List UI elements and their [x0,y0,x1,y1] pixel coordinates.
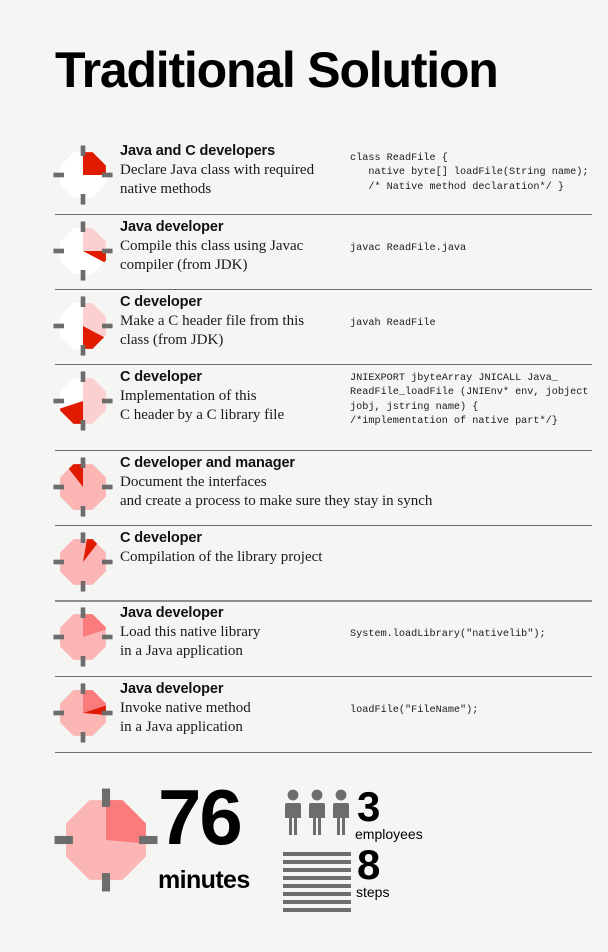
clock-icon [53,296,113,356]
row-separator [55,289,592,290]
row-separator [55,525,592,526]
step-bar [283,860,351,864]
step-description: Document the interfaces and create a pro… [120,474,433,510]
employees-value: 3 [357,783,380,830]
step-role-label: Java developer [120,605,224,621]
clock-icon [53,371,113,431]
summary-section: 76 minutes 3 employees 8 steps [0,770,608,952]
row-separator [55,600,592,602]
employees-icon-group [283,788,359,841]
step-bar [283,900,351,904]
step-description: Compile this class using Javac compiler … [120,238,304,274]
step-bar [283,884,351,888]
step-clock-icon [52,370,114,432]
total-minutes-value: 76 [158,773,243,861]
step-role-label: C developer [120,294,202,310]
row-separator [55,752,592,753]
step-role-label: Java developer [120,681,224,697]
step-bar [283,852,351,856]
person-icon [285,789,301,835]
step-description: Implementation of this C header by a C l… [120,388,285,424]
steps-label: steps [356,884,390,900]
row-separator [55,450,592,451]
step-description: Compilation of the library project [120,549,323,566]
clock-icon [53,221,113,281]
steps-value: 8 [357,841,380,888]
step-clock-icon [52,220,114,282]
step-bar [283,892,351,896]
step-code-snippet: loadFile("FileName"); [350,705,479,716]
step-role-label: C developer and manager [120,455,295,471]
person-icon [333,789,349,835]
step-clock-icon [52,144,114,206]
step-clock-icon [52,531,114,593]
step-clock-icon [52,295,114,357]
total-time-clock-icon [52,786,160,899]
clock-icon [53,145,113,205]
row-separator [55,214,592,215]
step-description: Load this native library in a Java appli… [120,624,261,660]
clock-icon [53,683,113,743]
step-role-label: C developer [120,530,202,546]
row-separator [55,676,592,677]
step-clock-icon [52,606,114,668]
step-description: Make a C header file from this class (fr… [120,313,305,349]
step-bar [283,876,351,880]
step-role-label: C developer [120,369,202,385]
step-description: Declare Java class with required native … [120,162,315,198]
step-role-label: Java and C developers [120,143,276,159]
steps-bars-icon [283,852,351,916]
step-description: Invoke native method in a Java applicati… [120,700,251,736]
step-role-label: Java developer [120,219,224,235]
row-separator [55,364,592,365]
step-code-snippet: javac ReadFile.java [350,243,467,254]
step-bar [283,908,351,912]
clock-icon [53,457,113,517]
person-icon-group [285,789,349,835]
total-minutes-label: minutes [158,866,250,894]
step-clock-icon [52,682,114,744]
step-bar [283,868,351,872]
clock-icon [53,607,113,667]
step-code-snippet: class ReadFile { native byte[] loadFile(… [350,153,589,193]
step-code-snippet: javah ReadFile [350,318,436,329]
step-clock-icon [52,456,114,518]
clock-icon [53,532,113,592]
person-icon [309,789,325,835]
step-code-snippet: JNIEXPORT jbyteArray JNICALL Java_ ReadF… [350,373,589,428]
page-title: Traditional Solution [55,42,499,98]
total-time-clock [54,788,158,892]
employees-label: employees [355,826,423,842]
step-code-snippet: System.loadLibrary("nativelib"); [350,629,546,640]
